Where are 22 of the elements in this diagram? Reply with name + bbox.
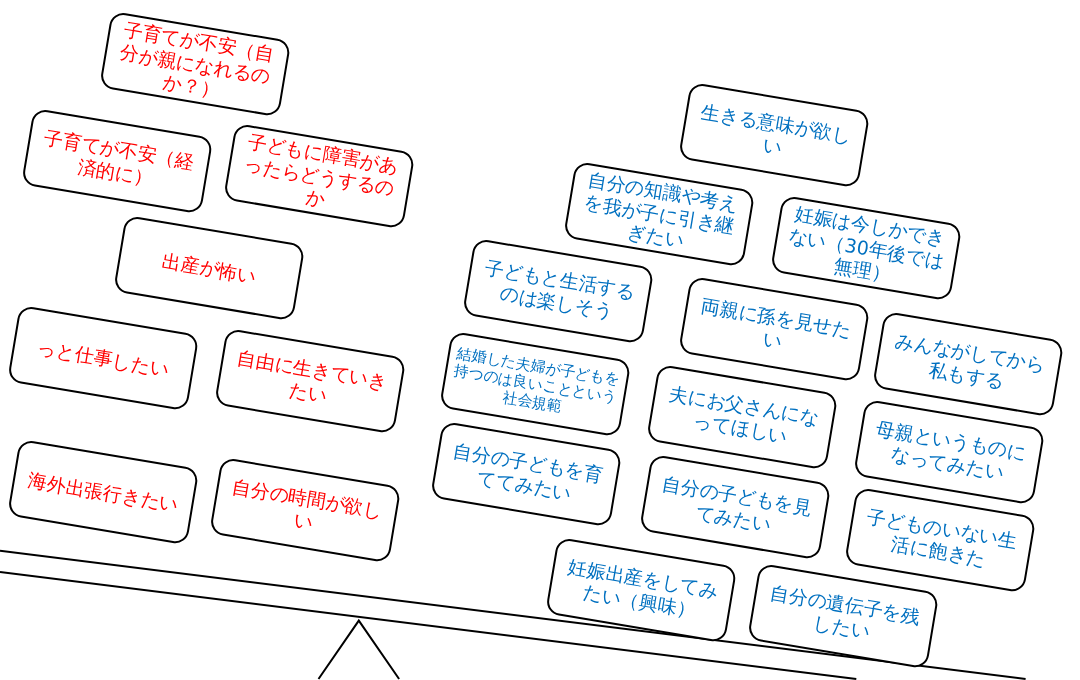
note-text: 母親というものになってみたい [873,416,1030,486]
note-text: 子どもと生活するのは楽しそう [482,255,639,325]
note-text: 自分の時間が欲しい [229,474,386,536]
note-text: っと仕事したい [35,336,171,381]
note-text: 自分の子どもを見てみたい [659,471,815,538]
note-text: 結婚した夫婦が子どもを持つのは良いことという社会規範 [451,343,622,418]
note-text: 自分の知識や考えを我が子に引き継ぎたい [581,166,742,254]
note-text: 両親に孫を見せたい [698,292,855,355]
note-text: 自分の遺伝子を残したい [767,580,924,645]
note-text: 海外出張行きたい [26,468,180,516]
note-text: 自分の子どもを育ててみたい [450,438,606,506]
note-text: 子どものいない生活に飽きた [864,504,1020,573]
note-text: 子育てが不安（自分が親になれるのか？） [117,16,277,104]
note-text: 自由に生きていきたい [234,345,390,409]
note-text: 妊娠は今しかできない（30年後では無理） [786,200,949,288]
note-text: 夫にお父さんになってほしい [666,381,823,449]
note-text: 子どもに障害があったらどうするのか [241,128,401,213]
note-text: 妊娠出産をしてみたい（興味） [565,554,721,624]
note-text: 生きる意味が欲しい [698,98,855,161]
note-text: 出産が怖い [160,249,258,288]
note-text: みんながしてから私もする [891,327,1048,394]
note-text: 子育てが不安（経済的に） [40,124,197,191]
